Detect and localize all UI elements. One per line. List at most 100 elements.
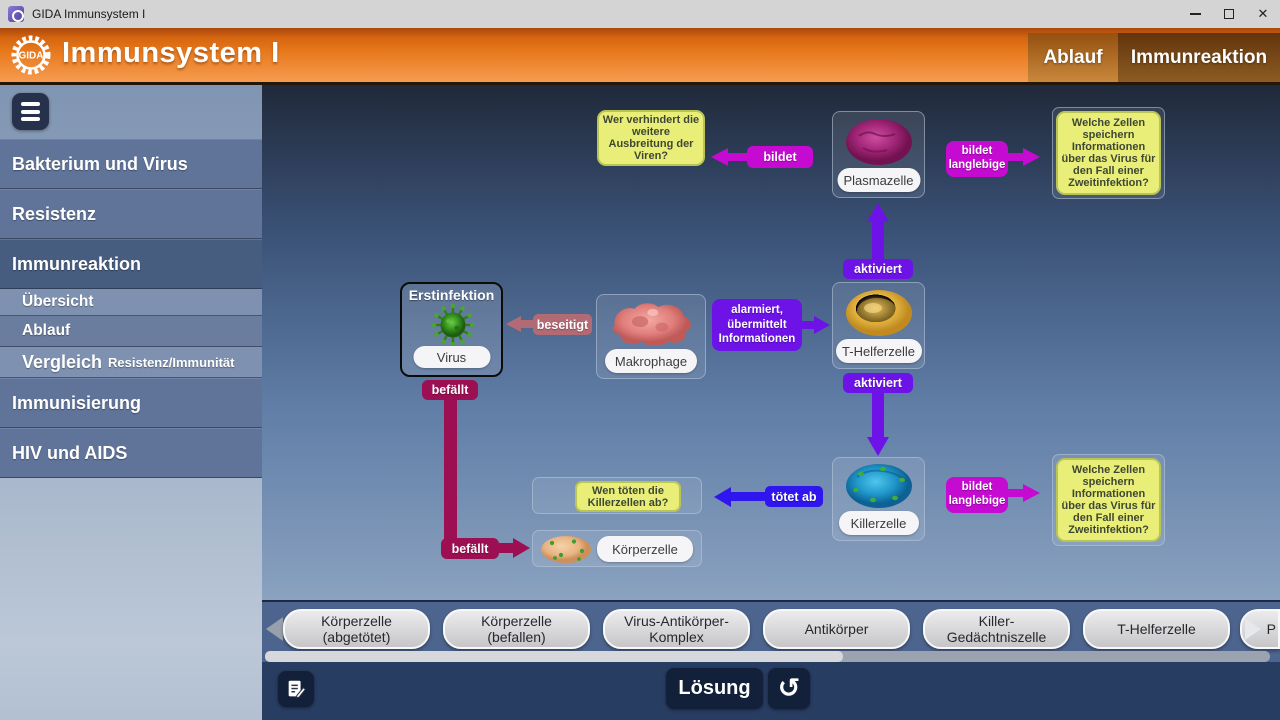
tray-item-antikoerper[interactable]: Antikörper <box>763 609 910 649</box>
reset-button[interactable]: ↺ <box>768 668 810 709</box>
label-plasmazelle: Plasmazelle <box>837 168 920 192</box>
arrow-label-alarmiert[interactable]: alarmiert, übermittelt Informationen <box>712 299 802 351</box>
killerzelle-image <box>845 464 912 508</box>
sidebar-item-uebersicht[interactable]: Übersicht <box>0 289 262 316</box>
alarmiert-arrow-shaft <box>802 321 814 329</box>
sidebar-item-resistenz[interactable]: Resistenz <box>0 189 262 239</box>
befaellt-horizontal-shaft <box>499 543 513 553</box>
koerperzelle-image <box>541 536 591 563</box>
sidebar-item-immunreaktion[interactable]: Immunreaktion <box>0 239 262 289</box>
tray-scroll-right-icon[interactable] <box>1245 618 1261 640</box>
tray-item-virus-antikoerper-komplex[interactable]: Virus-Antikörper-Komplex <box>603 609 750 649</box>
app-icon <box>8 6 24 22</box>
tray-scrollbar[interactable] <box>265 651 1270 662</box>
label-koerperzelle: Körperzelle <box>597 536 693 562</box>
arrow-label-bildet-langlebige-top[interactable]: bildet langlebige <box>946 141 1008 177</box>
beseitigt-arrow-shaft <box>521 320 533 328</box>
label-virus: Virus <box>413 346 490 368</box>
sidebar-item-vergleich[interactable]: Vergleich Resistenz/Immunität <box>0 347 262 378</box>
plasmazelle-image <box>845 119 912 165</box>
solution-button[interactable]: Lösung <box>666 668 763 709</box>
header-tab-ablauf[interactable]: Ablauf <box>1028 33 1118 82</box>
cell-box-killerzelle[interactable]: Killerzelle <box>832 457 925 541</box>
gida-logo-icon: GIDA <box>11 35 51 75</box>
menu-button[interactable] <box>12 93 49 130</box>
cell-box-erstinfektion-virus[interactable]: Erstinfektion Virus <box>400 282 503 377</box>
cell-box-t-helferzelle[interactable]: T-Helferzelle <box>832 282 925 369</box>
sidebar-item-immunisierung[interactable]: Immunisierung <box>0 378 262 428</box>
toetet-ab-shaft <box>731 492 765 501</box>
sidebar-menu: Bakterium und Virus Resistenz Immunreakt… <box>0 139 262 478</box>
cell-box-plasmazelle[interactable]: Plasmazelle <box>832 111 925 198</box>
tray-item-koerperzelle-abgetoetet[interactable]: Körperzelle (abgetötet) <box>283 609 430 649</box>
t-helferzelle-image <box>845 290 912 336</box>
alarmiert-arrowhead <box>814 316 830 334</box>
question-slot-bottom-right[interactable]: Welche Zellen speichern Informationen üb… <box>1052 454 1165 546</box>
aktiviert-up-shaft <box>872 221 884 262</box>
question-box-killerzellen: Wen töten die Killerzellen ab? <box>575 481 681 512</box>
arrow-label-aktiviert-top[interactable]: aktiviert <box>843 259 913 279</box>
tray-item-koerperzelle-befallen[interactable]: Körperzelle (befallen) <box>443 609 590 649</box>
bildet-langlebige-bottom-arrowhead <box>1023 484 1040 502</box>
maximize-button[interactable] <box>1212 0 1246 28</box>
bildet-langlebige-top-shaft <box>1008 153 1023 161</box>
sidebar: Bakterium und Virus Resistenz Immunreakt… <box>0 85 262 720</box>
arrow-label-bildet-langlebige-bottom[interactable]: bildet langlebige <box>946 477 1008 513</box>
bildet-langlebige-top-arrowhead <box>1023 148 1040 166</box>
vergleich-suffix: Resistenz/Immunität <box>108 354 235 370</box>
notes-icon <box>288 680 307 699</box>
hamburger-icon <box>21 102 40 106</box>
tray-scrollbar-thumb[interactable] <box>265 651 843 662</box>
bottom-bar: Lösung ↺ <box>262 662 1280 720</box>
arrow-label-befaellt-top[interactable]: befällt <box>422 380 478 400</box>
tray-item-t-helferzelle[interactable]: T-Helferzelle <box>1083 609 1230 649</box>
befaellt-vertical-shaft <box>444 398 457 548</box>
label-t-helferzelle: T-Helferzelle <box>835 339 922 363</box>
makrophage-image <box>612 303 691 346</box>
toetet-ab-arrowhead <box>714 487 731 507</box>
virus-image <box>431 303 475 347</box>
window-title: GIDA Immunsystem I <box>32 7 146 21</box>
minimize-button[interactable] <box>1178 0 1212 28</box>
label-killerzelle: Killerzelle <box>838 511 919 535</box>
arrow-label-toetet-ab[interactable]: tötet ab <box>765 486 823 507</box>
question-slot-killerzellen[interactable]: Wen töten die Killerzellen ab? <box>532 477 702 514</box>
app-header: GIDA Immunsystem I Ablauf Immunreaktion <box>0 28 1280 82</box>
arrow-label-befaellt-bottom[interactable]: befällt <box>441 538 499 559</box>
cell-box-koerperzelle[interactable]: Körperzelle <box>532 530 702 567</box>
sidebar-item-hiv-und-aids[interactable]: HIV und AIDS <box>0 428 262 478</box>
arrow-label-beseitigt[interactable]: beseitigt <box>533 314 592 335</box>
sidebar-item-bakterium-und-virus[interactable]: Bakterium und Virus <box>0 139 262 189</box>
minimize-icon <box>1189 13 1201 15</box>
reset-icon: ↺ <box>777 673 801 704</box>
window-titlebar: GIDA Immunsystem I ✕ <box>0 0 1280 28</box>
tray-item-killer-gedaechtniszelle[interactable]: Killer-Gedächtniszelle <box>923 609 1070 649</box>
bildet-arrow-shaft <box>728 153 748 161</box>
answer-tray: Körperzelle (abgetötet) Körperzelle (bef… <box>262 600 1280 662</box>
erstinfektion-title: Erstinfektion <box>408 287 495 303</box>
bildet-langlebige-bottom-shaft <box>1008 489 1023 497</box>
arrow-label-bildet[interactable]: bildet <box>747 146 813 168</box>
aktiviert-down-shaft <box>872 393 884 437</box>
bildet-arrowhead <box>711 148 728 166</box>
aktiviert-up-arrowhead <box>867 203 889 222</box>
close-button[interactable]: ✕ <box>1257 6 1269 22</box>
header-divider <box>0 82 1280 85</box>
arrow-label-aktiviert-bottom[interactable]: aktiviert <box>843 373 913 393</box>
aktiviert-down-arrowhead <box>867 437 889 456</box>
header-tab-immunreaktion[interactable]: Immunreaktion <box>1118 33 1280 82</box>
svg-text:GIDA: GIDA <box>19 51 44 62</box>
beseitigt-arrowhead <box>506 316 521 332</box>
question-slot-top-right[interactable]: Welche Zellen speichern Informationen üb… <box>1052 107 1165 199</box>
cell-box-makrophage[interactable]: Makrophage <box>596 294 706 379</box>
question-box-zweitinfektion-top: Welche Zellen speichern Informationen üb… <box>1056 111 1161 195</box>
tray-scroll-left-icon[interactable] <box>266 617 283 641</box>
befaellt-arrowhead <box>513 538 530 558</box>
sidebar-item-ablauf[interactable]: Ablauf <box>0 316 262 347</box>
label-makrophage: Makrophage <box>605 349 697 373</box>
question-box-ausbreitung[interactable]: Wer verhindert die weitere Ausbreitung d… <box>597 110 705 166</box>
maximize-icon <box>1224 9 1234 19</box>
notes-button[interactable] <box>278 671 314 707</box>
page-title: Immunsystem I <box>62 37 280 69</box>
